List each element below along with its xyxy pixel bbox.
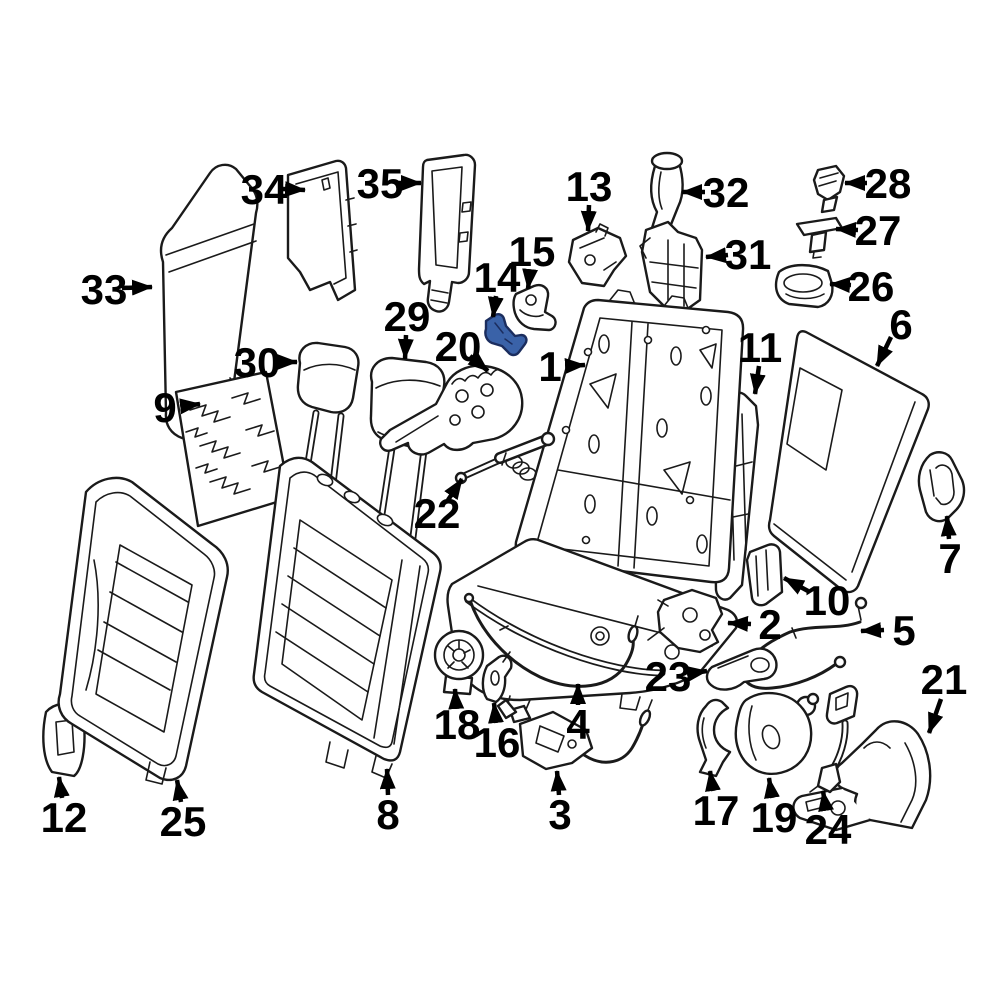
part-2-hinge-bracket-drawing [647,588,724,654]
part-27-headrest-guide-drawing [795,216,844,259]
callout-number-10: 10 [804,577,851,624]
callout-arrow-29 [397,334,414,360]
part-10-bracket-drawing [745,543,784,607]
callout-arrow-21 [926,698,944,734]
callout-arrow-3 [550,770,567,796]
callout-number-30: 30 [234,339,281,386]
part-9-spring-mat-drawing [174,370,292,528]
callout-number-23: 23 [645,653,692,700]
callout-number-19: 19 [751,794,798,841]
part-25-seat-back-cushion-left-drawing [57,476,229,785]
callout-arrow-26 [829,276,852,293]
callout-number-17: 17 [693,787,740,834]
callout-number-33: 33 [81,266,128,313]
callout-arrow-10 [782,576,810,595]
callout-number-24: 24 [805,806,852,853]
callout-arrow-13 [580,204,597,232]
callout-number-4: 4 [566,701,590,748]
callout-arrow-6 [874,336,894,367]
callout-number-3: 3 [548,791,571,838]
callout-number-26: 26 [848,263,895,310]
callout-number-18: 18 [434,701,481,748]
callout-arrow-34 [282,181,306,198]
callout-arrow-17 [705,770,721,792]
callout-arrow-1 [564,358,586,375]
callout-number-15: 15 [509,228,556,275]
part-24-belt-buckle-drawing [809,684,859,794]
callout-number-12: 12 [41,794,88,841]
callout-arrow-25 [172,779,189,803]
callout-number-34: 34 [241,166,288,213]
callout-arrow-16 [488,702,504,724]
part-17-belt-guide-loop-drawing [696,698,732,778]
callout-arrow-12 [53,776,70,799]
callout-arrow-18 [448,688,465,710]
part-8-seat-back-cushion-right-drawing [252,456,442,779]
part-15-bracket-drawing [512,283,557,332]
callout-number-1: 1 [538,343,561,390]
callout-number-2: 2 [758,601,781,648]
part-18-round-retractor-drawing [433,629,485,696]
part-7-release-handle-drawing [917,451,966,523]
callout-number-28: 28 [865,160,912,207]
callout-number-8: 8 [376,791,399,838]
callout-number-22: 22 [414,490,461,537]
callout-arrow-24 [818,790,835,813]
callout-number-21: 21 [921,656,968,703]
callout-number-35: 35 [357,160,404,207]
callout-number-25: 25 [160,798,207,845]
part-3-latch-with-cable-drawing [496,698,653,771]
callout-arrow-7 [940,515,957,540]
callout-number-32: 32 [703,169,750,216]
callout-number-16: 16 [474,719,521,766]
callout-number-20: 20 [435,323,482,370]
callout-arrow-9 [179,398,201,415]
callout-arrow-5 [860,622,885,639]
callout-number-9: 9 [153,384,176,431]
part-32-belt-guide-drawing [649,151,684,234]
part-20-recliner-side-plate-drawing [379,364,524,456]
callout-arrow-11 [749,365,766,395]
callout-number-13: 13 [566,163,613,210]
callout-arrow-23 [686,666,708,682]
part-28-clip-drawing [812,164,846,214]
callout-number-27: 27 [855,207,902,254]
callout-arrow-31 [705,247,729,264]
callout-number-7: 7 [938,535,961,582]
callout-arrow-15 [522,268,539,290]
callout-number-29: 29 [384,293,431,340]
part-22-gas-strut-drawing [454,431,556,485]
part-26-cup-bracket-drawing [774,263,834,309]
callout-arrow-8 [379,768,396,796]
part-13-bracket-drawing [567,223,628,288]
callout-number-31: 31 [725,231,772,278]
callout-arrow-22 [444,477,464,502]
part-23-trim-handle-drawing [705,647,778,691]
callout-number-6: 6 [889,301,912,348]
callout-arrow-27 [835,221,859,238]
part-19-recliner-cover-drawing [734,692,820,775]
callout-arrow-33 [121,279,153,296]
callout-number-14: 14 [474,254,521,301]
part-34-back-panel-drawing [286,159,358,302]
callout-number-5: 5 [892,607,915,654]
callout-layer: 1234567891011121314151617181920212223242… [41,160,968,853]
callout-arrow-14 [487,295,504,318]
callout-arrow-19 [764,777,780,799]
part-31-latch-assembly-drawing [639,220,704,312]
callout-arrow-2 [727,615,752,632]
part-35-back-panel-drawing [417,153,477,313]
callout-number-11: 11 [738,324,782,371]
callout-arrow-20 [467,352,490,373]
part-6-back-panel-board-drawing [767,330,930,594]
